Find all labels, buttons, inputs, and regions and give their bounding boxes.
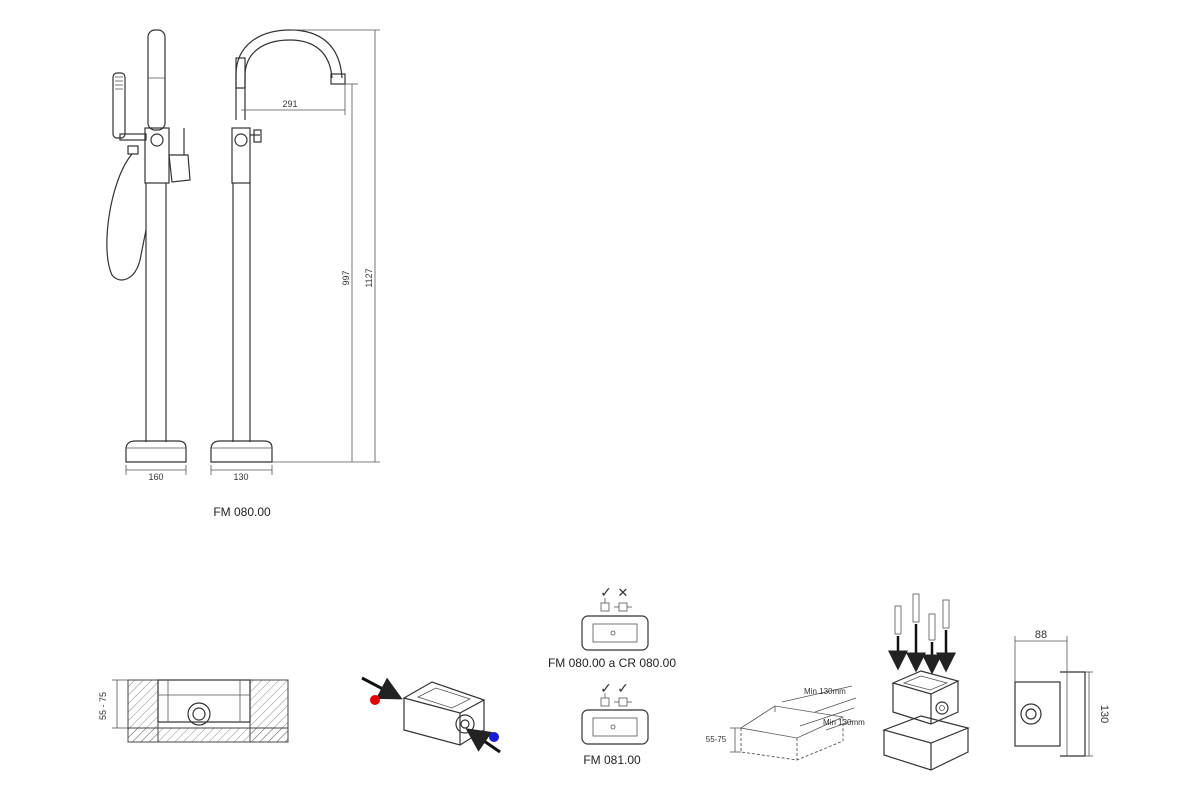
spout-height-label: 997 <box>341 270 351 285</box>
check-mark-icon: ✓ <box>600 584 612 600</box>
faucet-front-view <box>106 29 191 463</box>
bolt-icon <box>888 605 908 671</box>
excavation-depth-label: 55-75 <box>706 735 727 744</box>
faucet-side-view <box>210 29 346 463</box>
box-width-label: 88 <box>1035 629 1047 641</box>
side-base-dimension: 130 <box>210 465 273 482</box>
min-width-label-2: Min 130mm <box>823 718 865 727</box>
excavation-diagram: Min 130mm Min 130mm 55-75 <box>706 685 865 761</box>
cold-water-dot <box>489 732 499 742</box>
box-plan-diagram: 88 130 <box>1014 629 1110 757</box>
model-caption: FM 080.00 <box>213 505 271 519</box>
connection-box-diagram <box>361 676 501 754</box>
base-side-width-label: 130 <box>233 472 248 482</box>
hot-water-dot <box>370 695 380 705</box>
anchor-mounting-diagram <box>882 593 970 771</box>
box-height-label: 130 <box>1098 705 1110 723</box>
check-mark-icon: ✓ <box>617 680 629 696</box>
compatibility-diagram-top: ✓ ✕ FM 080.00 a CR 080.00 <box>548 584 676 670</box>
compat-caption-1: FM 080.00 a CR 080.00 <box>548 656 676 670</box>
base-front-width-label: 160 <box>148 472 163 482</box>
check-mark-icon: ✓ <box>600 680 612 696</box>
min-width-label-1: Min 130mm <box>804 687 846 696</box>
spout-reach-label: 291 <box>282 99 297 109</box>
bolt-icon <box>922 613 942 675</box>
bolt-icon <box>936 599 956 673</box>
height-dimensions: 997 1127 <box>272 29 380 463</box>
floor-section-diagram: 55 - 75 <box>98 679 289 743</box>
embed-depth-label: 55 - 75 <box>98 692 108 720</box>
compatibility-diagram-bottom: ✓ ✓ FM 081.00 <box>581 680 649 767</box>
front-base-dimension: 160 <box>125 465 187 482</box>
compat-caption-2: FM 081.00 <box>583 753 641 767</box>
bolt-icon <box>906 593 926 673</box>
spout-reach-dimension: 291 <box>241 84 346 115</box>
total-height-label: 1127 <box>364 268 374 287</box>
cross-mark-icon: ✕ <box>618 585 629 600</box>
